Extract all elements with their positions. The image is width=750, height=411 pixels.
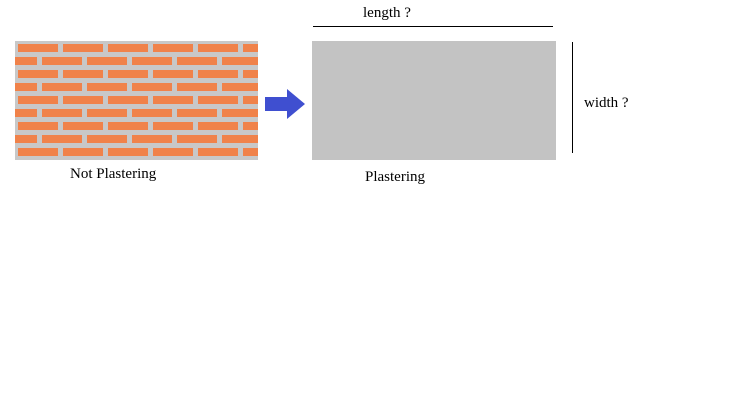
brick — [177, 57, 217, 65]
width-label: width ? — [584, 95, 629, 111]
brick-row — [15, 148, 258, 156]
brick — [18, 44, 58, 52]
brick — [63, 96, 103, 104]
brick — [243, 148, 258, 156]
brick — [153, 148, 193, 156]
brick — [198, 122, 238, 130]
not-plastering-label: Not Plastering — [70, 166, 157, 182]
brick — [198, 96, 238, 104]
length-label: length ? — [363, 5, 411, 21]
brick — [18, 96, 58, 104]
brick — [132, 135, 172, 143]
brick — [63, 148, 103, 156]
brick — [42, 57, 82, 65]
brick — [198, 44, 238, 52]
brick — [87, 57, 127, 65]
brick — [222, 57, 258, 65]
brick — [42, 83, 82, 91]
brick-row — [15, 70, 258, 78]
brick — [243, 70, 258, 78]
plastering-label: Plastering — [365, 169, 425, 185]
brick — [198, 70, 238, 78]
plastered-wall — [312, 41, 556, 160]
brick — [153, 96, 193, 104]
brick — [87, 135, 127, 143]
length-dimension-line — [313, 26, 553, 27]
brick-row — [15, 135, 258, 143]
width-dimension-line — [572, 42, 573, 153]
brick — [198, 148, 238, 156]
brick — [87, 83, 127, 91]
brick — [18, 122, 58, 130]
brick-row — [15, 44, 258, 52]
brick — [63, 122, 103, 130]
brick — [153, 70, 193, 78]
brick — [108, 96, 148, 104]
brick — [222, 109, 258, 117]
brick — [15, 57, 37, 65]
brick-row — [15, 83, 258, 91]
brick-row — [15, 109, 258, 117]
brick — [243, 44, 258, 52]
brick — [42, 135, 82, 143]
brick — [132, 57, 172, 65]
brick — [132, 83, 172, 91]
unplastered-brick-wall — [15, 41, 258, 160]
brick — [222, 135, 258, 143]
brick — [15, 83, 37, 91]
brick — [222, 83, 258, 91]
brick — [108, 70, 148, 78]
brick — [177, 135, 217, 143]
brick — [243, 122, 258, 130]
brick — [153, 122, 193, 130]
brick-row — [15, 57, 258, 65]
brick — [15, 135, 37, 143]
brick — [42, 109, 82, 117]
brick-row — [15, 96, 258, 104]
brick — [108, 44, 148, 52]
brick — [63, 70, 103, 78]
brick — [15, 109, 37, 117]
brick — [63, 44, 103, 52]
brick — [18, 148, 58, 156]
brick — [132, 109, 172, 117]
brick — [108, 148, 148, 156]
brick — [153, 44, 193, 52]
brick — [18, 70, 58, 78]
brick — [87, 109, 127, 117]
brick — [177, 83, 217, 91]
right-arrow-icon — [265, 89, 305, 119]
brick — [108, 122, 148, 130]
brick — [243, 96, 258, 104]
brick — [177, 109, 217, 117]
brick-row — [15, 122, 258, 130]
